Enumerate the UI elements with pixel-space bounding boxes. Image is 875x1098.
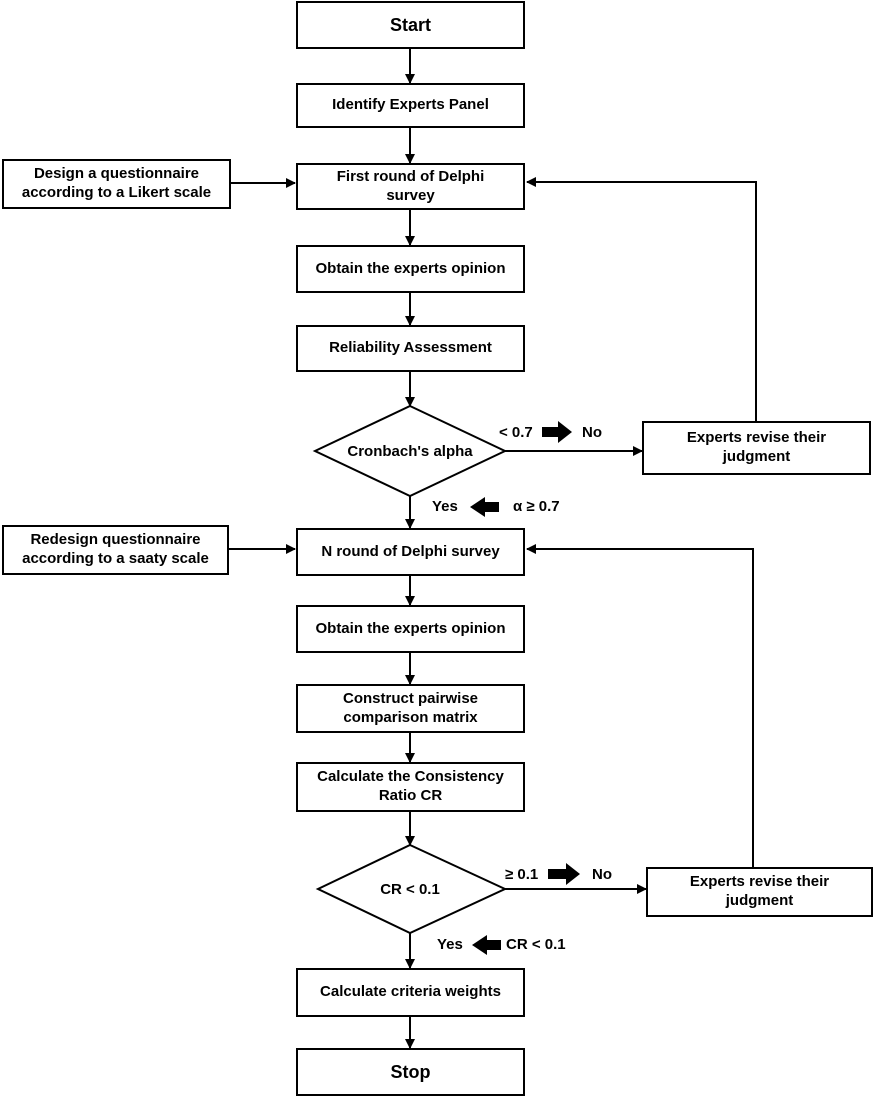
- criteria-weights-box: Calculate criteria weights: [296, 968, 525, 1017]
- obtain-opinion-box-2: Obtain the experts opinion: [296, 605, 525, 653]
- cr-decision-label: CR < 0.1: [380, 880, 440, 898]
- reliability-box: Reliability Assessment: [296, 325, 525, 372]
- block-arrow-alpha-no: [542, 421, 572, 443]
- design-questionnaire-box: Design a questionnaire according to a Li…: [2, 159, 231, 209]
- redesign-questionnaire-box: Redesign questionnaire according to a sa…: [2, 525, 229, 575]
- consistency-ratio-box: Calculate the Consistency Ratio CR: [296, 762, 525, 812]
- experts-revise-box-2: Experts revise their judgment: [646, 867, 873, 917]
- label-alpha-low: < 0.7: [499, 424, 533, 441]
- first-round-box: First round of Delphi survey: [296, 163, 525, 210]
- pairwise-matrix-box: Construct pairwise comparison matrix: [296, 684, 525, 733]
- start-box: Start: [296, 1, 525, 49]
- identify-experts-box: Identify Experts Panel: [296, 83, 525, 128]
- cronbach-decision-label: Cronbach's alpha: [347, 442, 473, 460]
- experts-revise-box-1: Experts revise their judgment: [642, 421, 871, 475]
- decision-cronbach-diamond: [312, 404, 508, 498]
- label-cr-high: ≥ 0.1: [505, 866, 539, 883]
- label-alpha-high: α ≥ 0.7: [513, 498, 560, 515]
- decision-cr-diamond: [315, 843, 508, 935]
- block-arrow-cr-no: [548, 863, 580, 885]
- label-cr-yes: Yes: [437, 936, 463, 953]
- label-alpha-yes: Yes: [432, 498, 458, 515]
- block-arrow-alpha-yes: [470, 497, 499, 517]
- obtain-opinion-box-1: Obtain the experts opinion: [296, 245, 525, 293]
- block-arrow-cr-yes: [472, 935, 501, 955]
- label-cr-low: CR < 0.1: [506, 936, 566, 953]
- loop-revise2-roundN: [526, 544, 754, 867]
- n-round-box: N round of Delphi survey: [296, 528, 525, 576]
- stop-box: Stop: [296, 1048, 525, 1096]
- loop-revise1-round1: [526, 177, 757, 421]
- label-alpha-no: No: [582, 424, 602, 441]
- label-cr-no: No: [592, 866, 612, 883]
